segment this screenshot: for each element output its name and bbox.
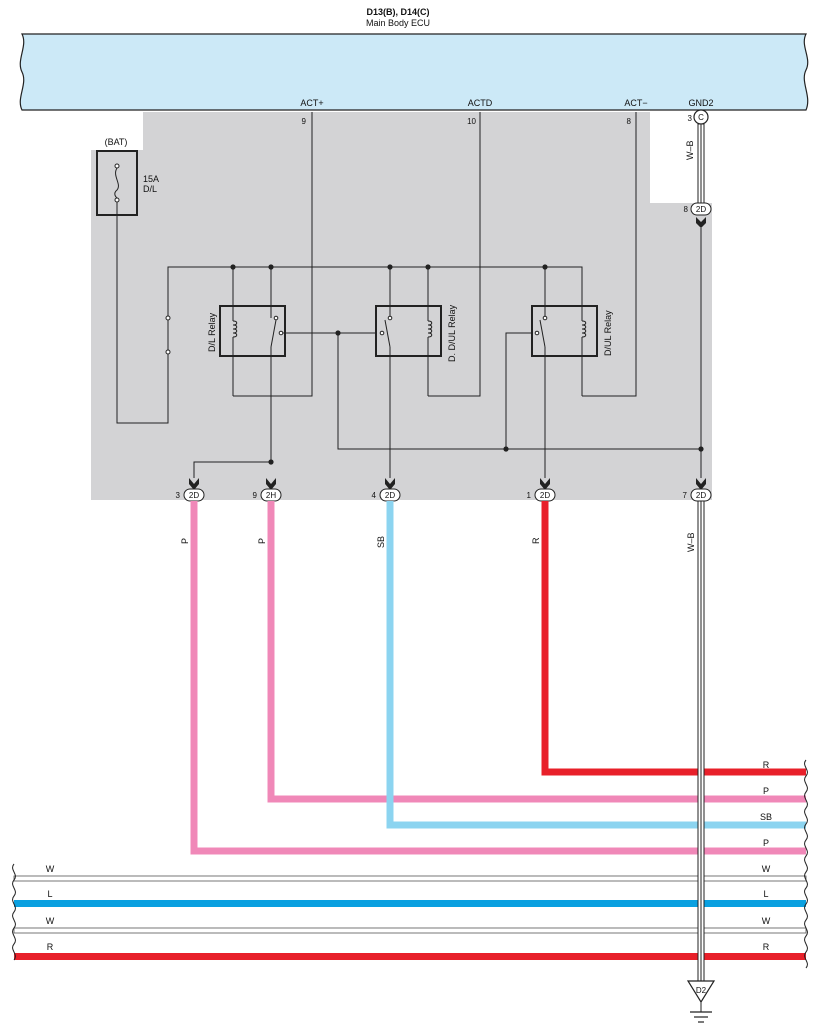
svg-text:7: 7 [683, 491, 688, 500]
bottom-bus-left-l: L [47, 889, 52, 899]
connector-arrows [189, 478, 706, 490]
terminal-actd-label: ACTD [468, 98, 493, 108]
right-bus-label-p1: P [763, 786, 769, 796]
wire-wb-label: W–B [686, 532, 696, 552]
right-bus-label-sb: SB [760, 812, 772, 822]
relay-dul-label: D/UL Relay [603, 310, 613, 356]
output-connector-4: 2D 4 [372, 488, 401, 502]
wire-p-3-label: P [180, 538, 190, 544]
wire-sb-label: SB [376, 536, 386, 548]
svg-text:2D: 2D [696, 491, 706, 500]
right-bus-label-p2: P [763, 838, 769, 848]
gnd2-wire-label: W–B [685, 140, 695, 160]
output-connector-3: 2D 3 [176, 488, 205, 502]
svg-text:2D: 2D [385, 491, 395, 500]
gnd2-connector: C [693, 109, 709, 125]
bottom-bus-right-l: L [763, 889, 768, 899]
relay-dl-label: D/L Relay [207, 312, 217, 352]
connector-2d-8: 2D [690, 202, 712, 228]
svg-text:9: 9 [253, 491, 258, 500]
bottom-bus [13, 875, 807, 960]
break-marks [12, 759, 808, 969]
svg-text:4: 4 [372, 491, 377, 500]
junction-dots [230, 264, 704, 465]
connector-2d-8-pin: 8 [684, 205, 689, 214]
terminal-act-plus-label: ACT+ [300, 98, 323, 108]
svg-text:2H: 2H [266, 491, 276, 500]
gnd2-wire-top [697, 123, 705, 205]
terminal-act-plus-pin: 9 [302, 117, 307, 126]
output-connector-9: 2H 9 [253, 488, 282, 502]
terminal-act-minus-pin: 8 [627, 117, 632, 126]
bottom-bus-left-w1: W [46, 864, 55, 874]
wire-p-3 [190, 501, 806, 855]
bottom-bus-right-r: R [763, 942, 770, 952]
ground-d2-label: D2 [696, 986, 707, 995]
relay-d-dul-label: D. D/UL Relay [447, 304, 457, 362]
fuse-icon [114, 163, 120, 203]
terminal-act-minus-label: ACT− [624, 98, 647, 108]
output-connector-1: 2D 1 [527, 488, 556, 502]
bat-label: (BAT) [105, 137, 128, 147]
contact-points [165, 315, 171, 355]
wire-p-9 [267, 501, 806, 803]
terminal-gnd2-pin: 3 [688, 114, 693, 123]
internal-wiring [116, 112, 701, 478]
bottom-bus-left-w2: W [46, 916, 55, 926]
ecu-subtitle: Main Body ECU [366, 18, 430, 28]
relay-dl: D/L Relay [207, 305, 286, 357]
bottom-bus-right-w1: W [762, 864, 771, 874]
fuse-name: D/L [143, 184, 157, 194]
wire-r [541, 501, 806, 776]
ground-d2-icon [686, 980, 716, 1023]
wire-wb-ground [697, 500, 705, 982]
wire-p-9-label: P [257, 538, 267, 544]
wire-r-label: R [531, 537, 541, 544]
fuse-rating: 15A [143, 174, 159, 184]
relay-dul: D/UL Relay [531, 305, 613, 357]
terminal-actd-pin: 10 [467, 117, 476, 126]
svg-text:2D: 2D [189, 491, 199, 500]
ecu-box [19, 33, 809, 111]
svg-text:2D: 2D [540, 491, 550, 500]
right-bus-label-r: R [763, 760, 770, 770]
svg-text:1: 1 [527, 491, 532, 500]
relay-d-dul: D. D/UL Relay [375, 304, 457, 362]
ecu-title: D13(B), D14(C) [366, 7, 429, 17]
output-connector-7: 2D 7 [683, 488, 712, 502]
svg-text:2D: 2D [696, 205, 706, 214]
svg-text:C: C [698, 113, 704, 122]
bottom-bus-left-r: R [47, 942, 54, 952]
bottom-bus-right-w2: W [762, 916, 771, 926]
wire-sb [386, 501, 806, 829]
terminal-gnd2-label: GND2 [688, 98, 713, 108]
svg-text:3: 3 [176, 491, 181, 500]
